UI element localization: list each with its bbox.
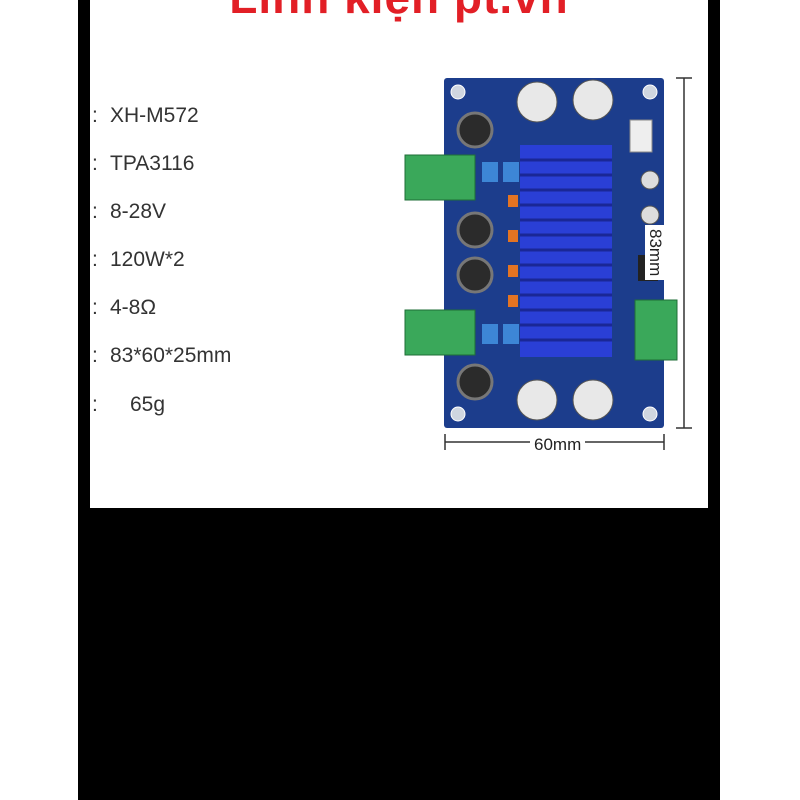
spec-power: :120W*2 (92, 248, 185, 271)
spec-model: :XH-M572 (92, 104, 199, 127)
page-title: Linh kiện pt.vn (90, 0, 708, 24)
capacitors (516, 79, 614, 421)
height-dimension-label: 83mm (645, 225, 665, 281)
left-margin (0, 0, 78, 800)
spec-chip: :TPA3116 (92, 152, 195, 175)
spec-size: :83*60*25mm (92, 344, 232, 367)
amplifier-board-image (404, 77, 692, 450)
spec-weight: :65g (92, 393, 166, 416)
heatsink (520, 145, 612, 357)
spec-impedance: :4-8Ω (92, 296, 157, 319)
right-margin (720, 0, 800, 800)
width-dimension-label: 60mm (530, 435, 586, 455)
inductors (456, 111, 494, 401)
spec-voltage: :8-28V (92, 200, 167, 223)
terminals (404, 154, 678, 361)
